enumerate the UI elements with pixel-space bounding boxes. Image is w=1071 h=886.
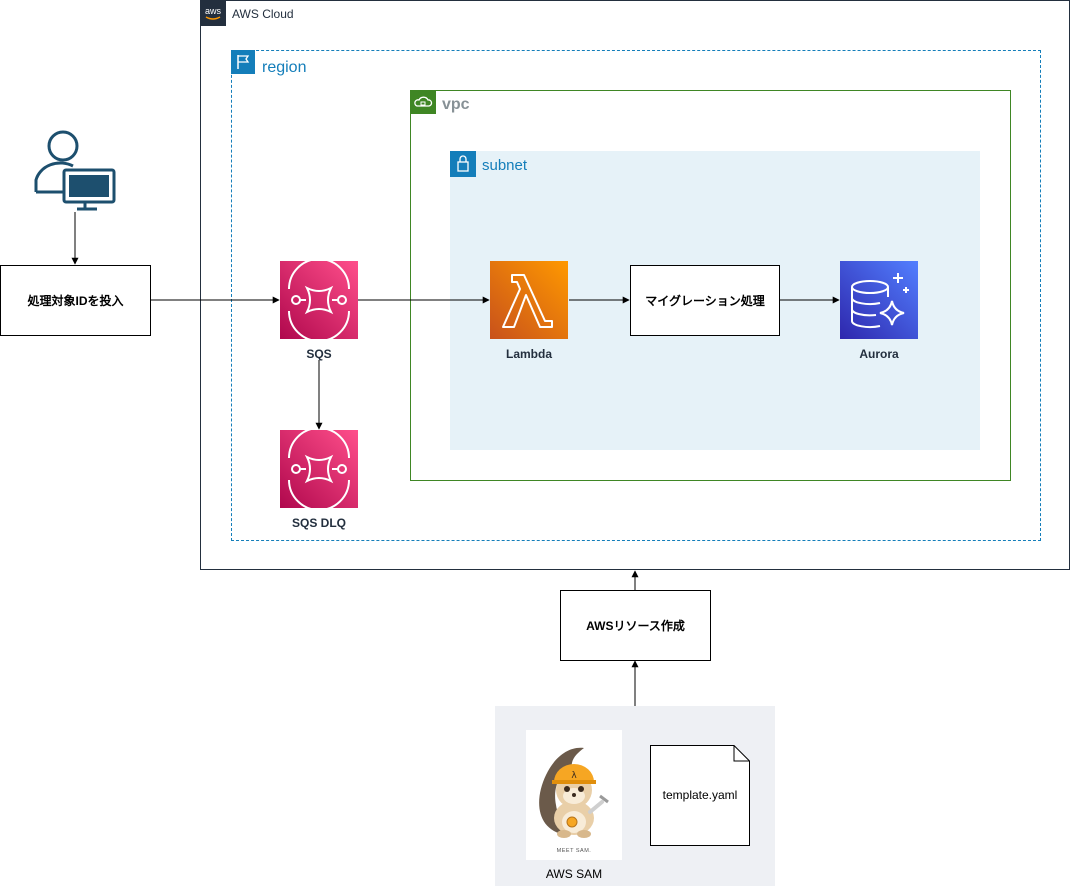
vpc-group	[410, 90, 1011, 481]
sqs-dlq-icon	[280, 427, 358, 511]
sam-mascot-image: λ MEET SAM.	[526, 730, 622, 860]
vpc-cloud-icon	[410, 90, 436, 114]
sqs-dlq-label: SQS DLQ	[291, 516, 346, 530]
vpc-label: vpc	[442, 96, 470, 113]
template-file-icon	[650, 745, 750, 846]
region-label: region	[262, 59, 307, 76]
lambda-label: Lambda	[505, 347, 552, 361]
svg-text:λ: λ	[571, 771, 577, 781]
migration-process-box: マイグレーション処理	[630, 265, 780, 336]
sqs-icon	[280, 258, 358, 342]
aws-logo-icon: aws	[200, 0, 226, 26]
input-ids-box: 処理対象IDを投入	[0, 265, 151, 336]
region-flag-icon	[231, 50, 255, 74]
subnet-lock-icon	[450, 151, 476, 177]
svg-text:aws: aws	[205, 6, 222, 16]
sqs-label: SQS	[306, 347, 332, 361]
aurora-icon	[840, 261, 918, 339]
aws-sam-label: AWS SAM	[545, 867, 603, 881]
aurora-label: Aurora	[859, 347, 899, 361]
sam-mascot-caption: MEET SAM.	[557, 848, 592, 854]
subnet-label: subnet	[482, 157, 528, 174]
aws-cloud-label: AWS Cloud	[232, 7, 294, 21]
template-file-label: template.yaml	[662, 788, 738, 802]
user-computer-icon	[33, 128, 118, 213]
aws-cloud-group	[200, 0, 1070, 570]
lambda-icon	[490, 261, 568, 339]
region-group	[231, 50, 1041, 541]
aws-resource-create-box: AWSリソース作成	[560, 590, 711, 661]
